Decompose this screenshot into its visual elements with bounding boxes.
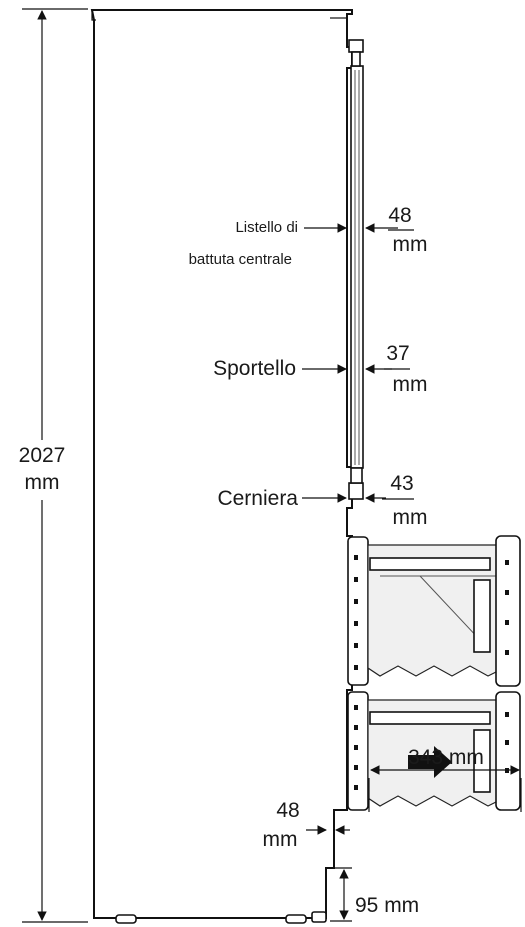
cerniera-label: Cerniera	[217, 487, 298, 510]
upper-drawer-bracket	[473, 579, 491, 653]
cabinet-body	[90, 9, 353, 924]
sportello-gap-value: 37	[386, 342, 409, 365]
upper-drawer	[347, 535, 521, 687]
height-value: 2027	[19, 444, 66, 467]
listello-gap-value: 48	[388, 204, 411, 227]
sportello-gap-unit: mm	[393, 373, 428, 396]
listello-gap-unit: mm	[393, 233, 428, 256]
plinth-dimension: 95 mm	[330, 867, 419, 922]
bottom-gap-unit: mm	[263, 828, 298, 851]
upper-drawer-rail	[369, 557, 491, 571]
lower-drawer-bracket	[473, 729, 491, 793]
sportello-label: Sportello	[213, 357, 296, 380]
rear-foot	[285, 914, 307, 924]
bottom-gap-dimension: 48 mm	[263, 799, 350, 851]
bottom-gap-value: 48	[276, 799, 299, 822]
lower-drawer-back	[495, 691, 521, 811]
listello-callout: Listello di battuta centrale 48 mm	[189, 204, 428, 268]
lower-drawer-front-holes	[354, 705, 358, 790]
cerniera-gap-unit: mm	[393, 506, 428, 529]
listello-label-line1: Listello di	[235, 219, 298, 236]
top-hinge	[348, 39, 364, 53]
plinth-foot	[311, 911, 327, 923]
upper-door	[348, 39, 364, 500]
middle-hinge	[348, 482, 364, 500]
height-dimension: 2027 mm	[19, 8, 88, 923]
upper-door-panel	[350, 65, 364, 469]
cabinet-outline	[90, 9, 353, 919]
top-hinge-bracket	[351, 51, 361, 67]
front-foot	[115, 914, 137, 924]
plinth-height-value: 95 mm	[355, 894, 419, 917]
lower-drawer-rail	[369, 711, 491, 725]
sportello-callout: Sportello 37 mm	[213, 342, 427, 396]
lower-drawer	[347, 691, 521, 811]
upper-drawer-strut	[419, 575, 481, 641]
upper-drawer-back	[495, 535, 521, 687]
listello-label-line2: battuta centrale	[189, 251, 292, 268]
cerniera-gap-value: 43	[390, 472, 413, 495]
height-unit: mm	[25, 471, 60, 494]
cabinet-top-lip	[91, 10, 96, 21]
cerniera-callout: Cerniera 43 mm	[217, 472, 427, 529]
drawer-extension-value: 343 mm	[408, 746, 484, 769]
drawer-extension-dimension: 343 mm	[368, 746, 522, 812]
upper-drawer-back-holes	[505, 560, 509, 655]
upper-drawer-front-holes	[354, 555, 358, 670]
middle-hinge-bracket	[350, 467, 363, 484]
